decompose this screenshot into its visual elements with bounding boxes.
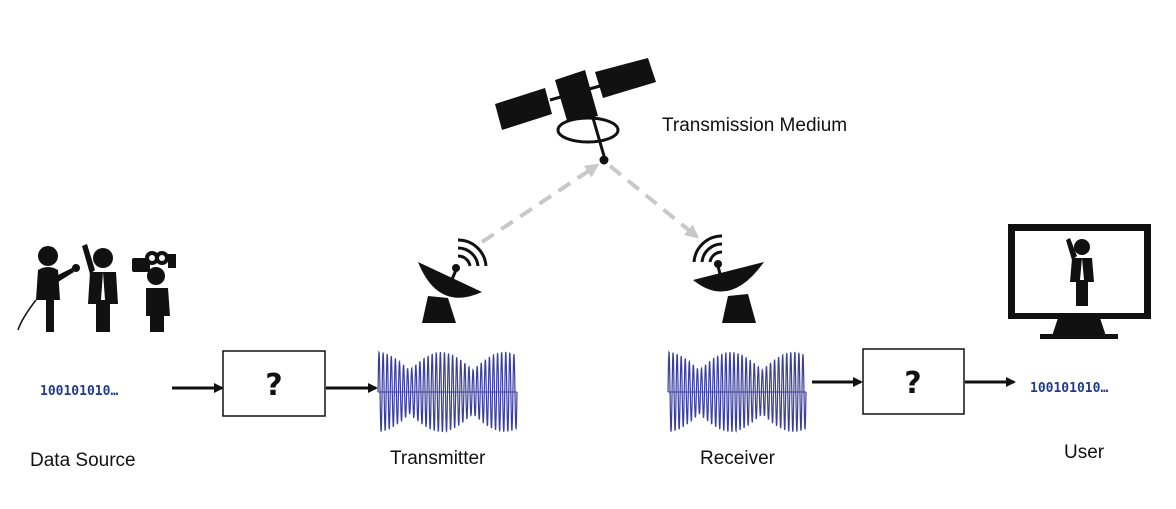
press-people-icon <box>17 244 176 332</box>
user-label: User <box>1064 442 1105 463</box>
decoder-block <box>862 348 965 415</box>
monitor-icon <box>1008 224 1151 339</box>
uplink-arrow <box>480 163 600 244</box>
transmitter-label: Transmitter <box>390 448 486 469</box>
downlink-arrow <box>608 164 700 239</box>
transmit-dish-icon <box>418 238 488 323</box>
encoder-unknown-mark: ? <box>265 368 282 403</box>
receive-dish-icon <box>692 234 764 323</box>
transmission-medium-label: Transmission Medium <box>662 115 847 136</box>
encoder-block <box>222 350 326 417</box>
satellite-icon <box>495 58 656 165</box>
receiver-label: Receiver <box>700 448 776 469</box>
data-source-label: Data Source <box>30 450 136 471</box>
input-bitstream: 100101010… <box>40 384 118 399</box>
output-bitstream: 100101010… <box>1030 381 1108 396</box>
decoder-unknown-mark: ? <box>904 366 921 401</box>
